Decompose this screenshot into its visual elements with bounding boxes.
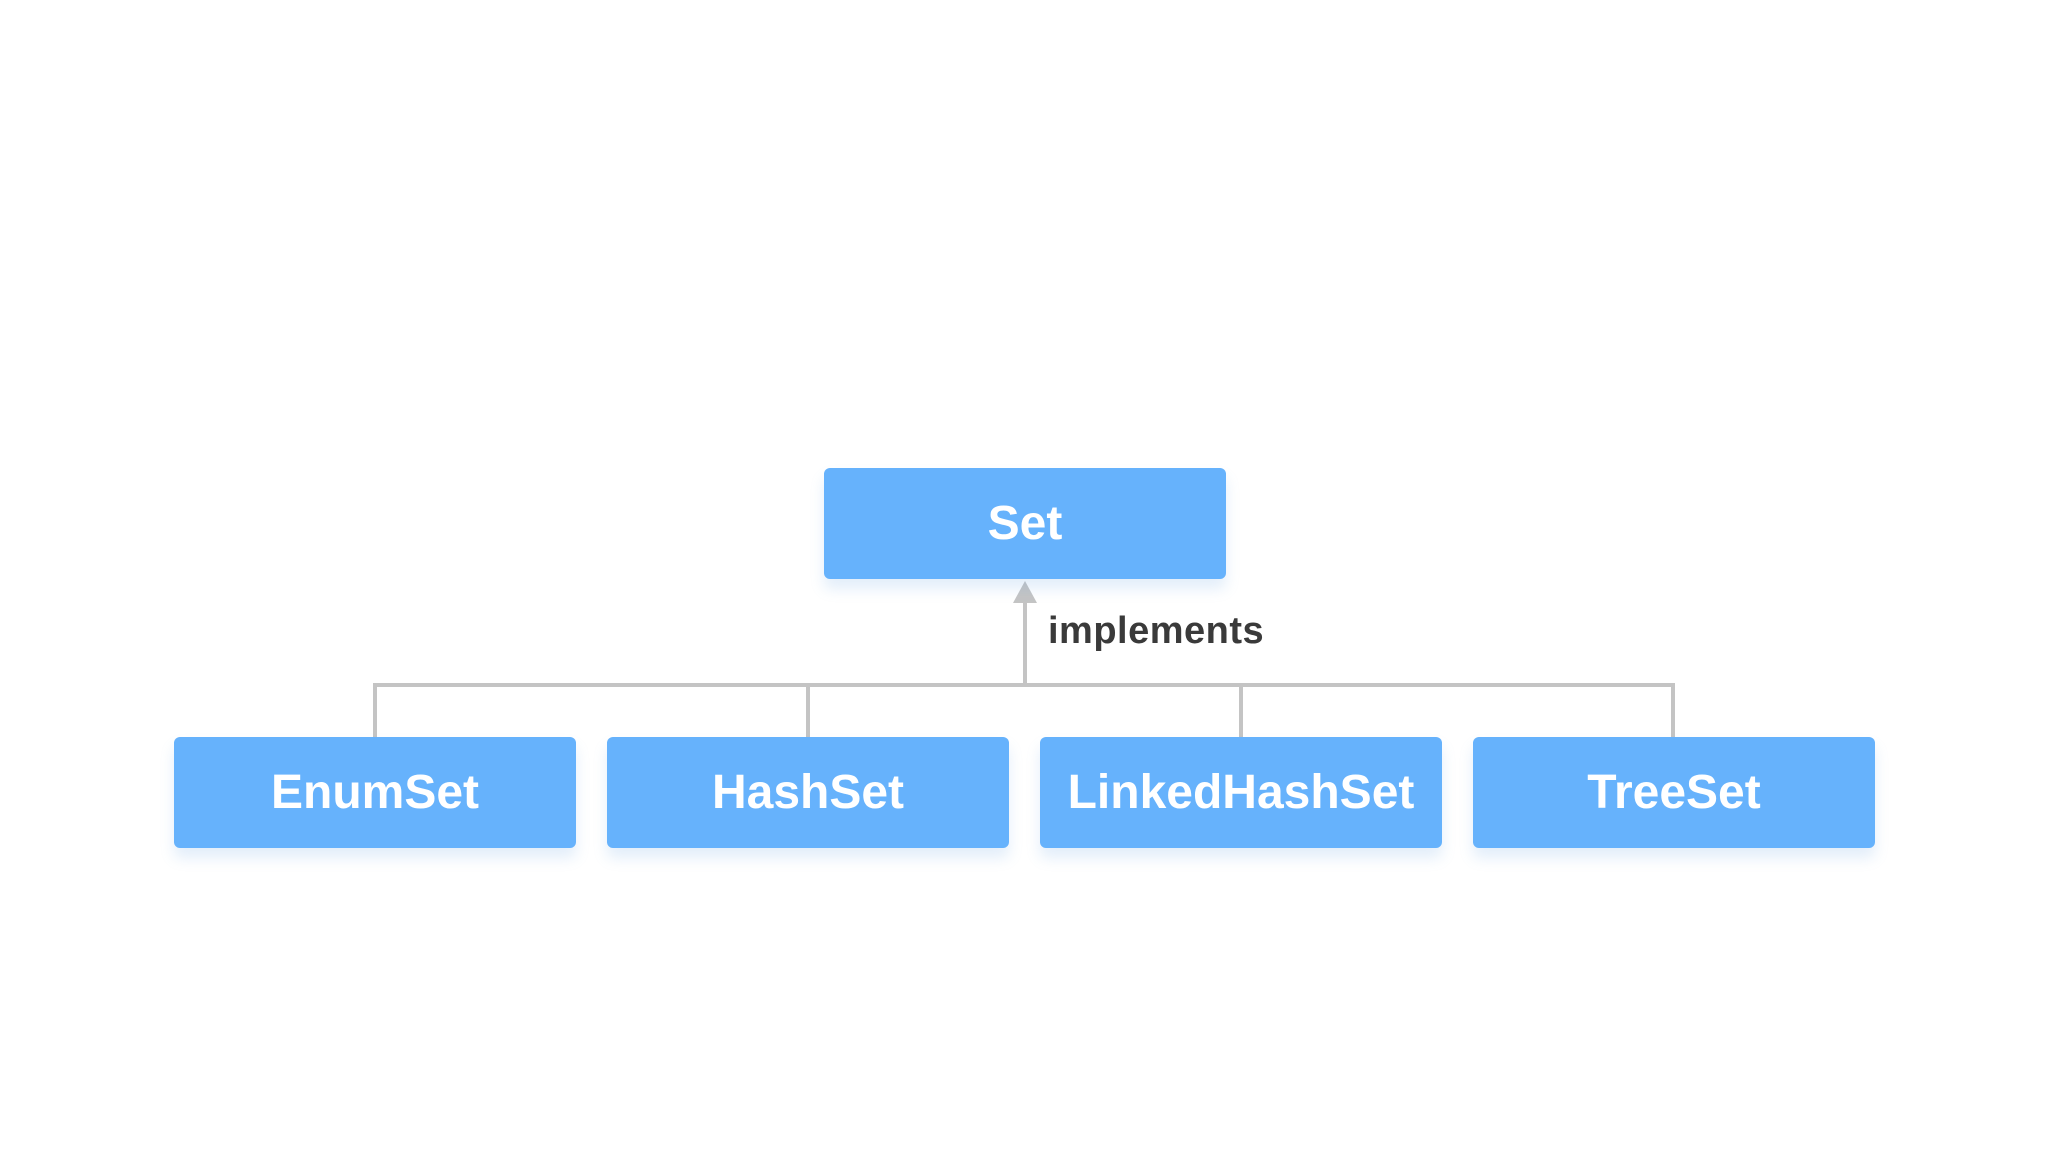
enumset-node: EnumSet (174, 737, 576, 848)
arrowhead-icon (1013, 581, 1037, 603)
set-node: Set (824, 468, 1226, 579)
enumset-node-label: EnumSet (270, 766, 480, 819)
linkedhashset-node: LinkedHashSet (1040, 737, 1442, 848)
treeset-node: TreeSet (1473, 737, 1875, 848)
hashset-node-label: HashSet (711, 766, 905, 819)
set-node-label: Set (987, 497, 1063, 550)
treeset-node-label: TreeSet (1587, 766, 1761, 819)
linkedhashset-node-label: LinkedHashSet (1067, 766, 1415, 819)
hashset-node: HashSet (607, 737, 1009, 848)
implements-label: implements (1048, 610, 1265, 652)
